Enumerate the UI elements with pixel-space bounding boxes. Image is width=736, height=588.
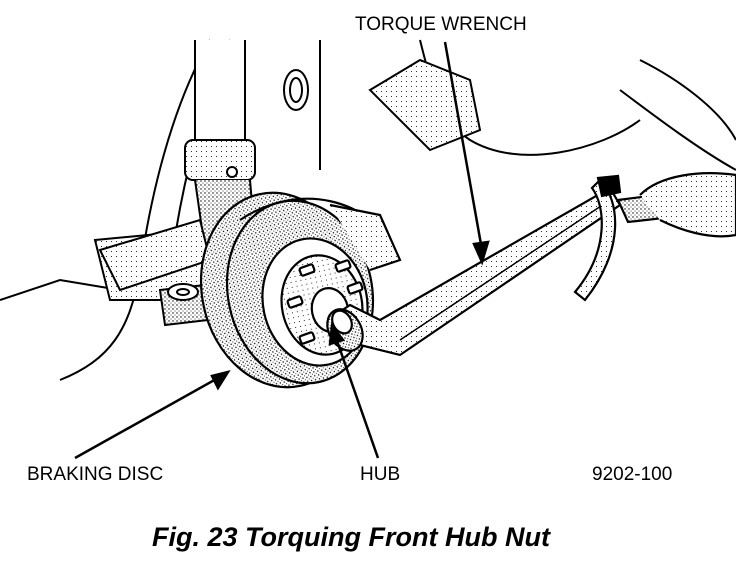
braking-disc-leader bbox=[74, 376, 219, 460]
leader-lines bbox=[74, 41, 490, 460]
torque-wrench bbox=[326, 172, 736, 357]
braking-disc-arrowhead bbox=[210, 370, 231, 391]
figure-code-label: 9202-100 bbox=[592, 464, 673, 485]
torque-wrench-label: TORQUE WRENCH bbox=[355, 14, 527, 35]
torque-wrench-arrowhead bbox=[472, 240, 490, 266]
braking-disc-label: BRAKING DISC bbox=[27, 464, 164, 485]
hub-leader bbox=[334, 337, 380, 459]
hub-label: HUB bbox=[360, 464, 401, 485]
hub-arrowhead bbox=[328, 322, 346, 346]
torque-wrench-leader bbox=[443, 41, 484, 251]
figure-caption: Fig. 23 Torquing Front Hub Nut bbox=[152, 522, 550, 552]
